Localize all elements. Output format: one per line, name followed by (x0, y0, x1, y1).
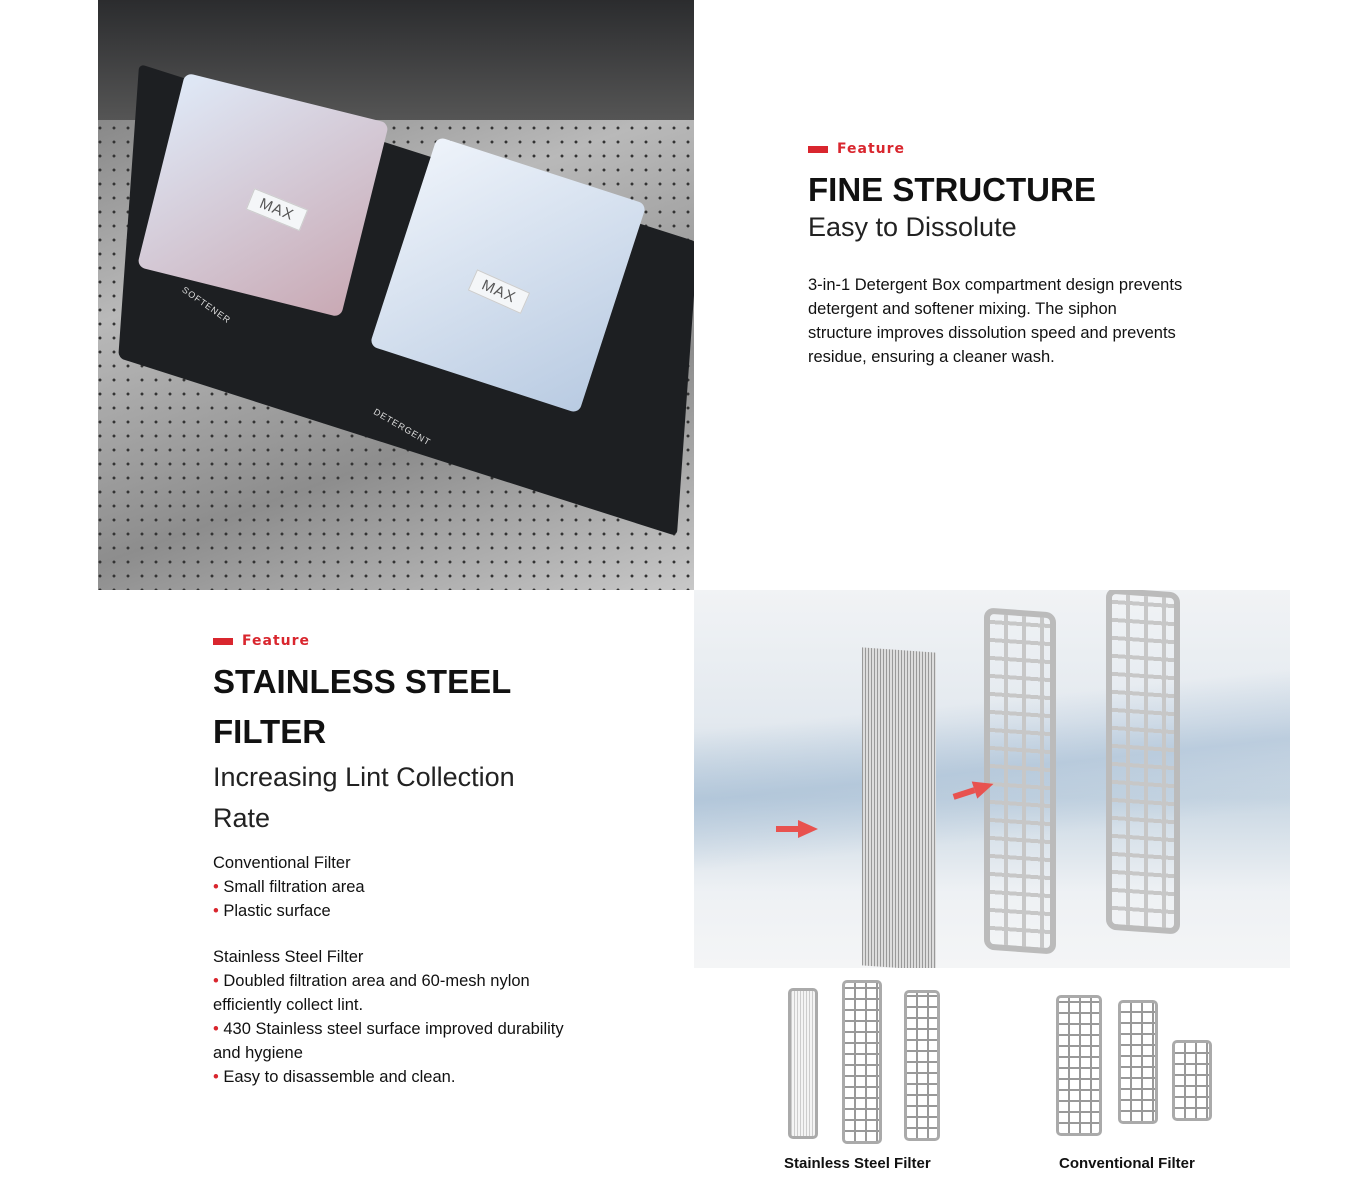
feature-tag: Feature (808, 141, 1208, 157)
list-item: • Plastic surface (213, 902, 331, 920)
flow-arrow-icon (776, 820, 818, 838)
filter-water-flow-image (694, 590, 1290, 968)
stainless-filter-section: Feature STAINLESS STEEL FILTER Increasin… (213, 633, 593, 1089)
conventional-filter-caption: Conventional Filter (1059, 1155, 1195, 1172)
list-item: • Doubled filtration area and 60-mesh ny… (213, 972, 530, 1014)
list-heading: Conventional Filter (213, 854, 351, 872)
section-subtitle: Easy to Dissolute (808, 212, 1017, 242)
stainless-filter-list: Stainless Steel Filter • Doubled filtrat… (213, 945, 583, 1089)
fine-structure-section: Feature FINE STRUCTURE Easy to Dissolute… (808, 141, 1208, 369)
list-item: • Small filtration area (213, 878, 365, 896)
tag-bar-icon (213, 637, 233, 645)
filter-comparison-image: Stainless Steel Filter Conventional Filt… (694, 970, 1290, 1193)
list-heading: Stainless Steel Filter (213, 948, 364, 966)
conventional-filter-list: Conventional Filter • Small filtration a… (213, 851, 593, 923)
list-item: • Easy to disassemble and clean. (213, 1068, 456, 1086)
detergent-box-image: MAX MAX SOFTENER DETERGENT (98, 0, 694, 590)
feature-tag-label: Feature (242, 633, 310, 649)
feature-tag-label: Feature (837, 141, 905, 157)
section-subtitle: Increasing Lint Collection Rate (213, 762, 515, 833)
tag-bar-icon (808, 145, 828, 153)
list-item: • 430 Stainless steel surface improved d… (213, 1020, 564, 1062)
section-body: 3-in-1 Detergent Box compartment design … (808, 276, 1183, 366)
stainless-filter-caption: Stainless Steel Filter (784, 1155, 931, 1172)
section-title: FINE STRUCTURE (808, 171, 1096, 208)
feature-tag: Feature (213, 633, 593, 649)
section-title: STAINLESS STEEL FILTER (213, 663, 511, 750)
